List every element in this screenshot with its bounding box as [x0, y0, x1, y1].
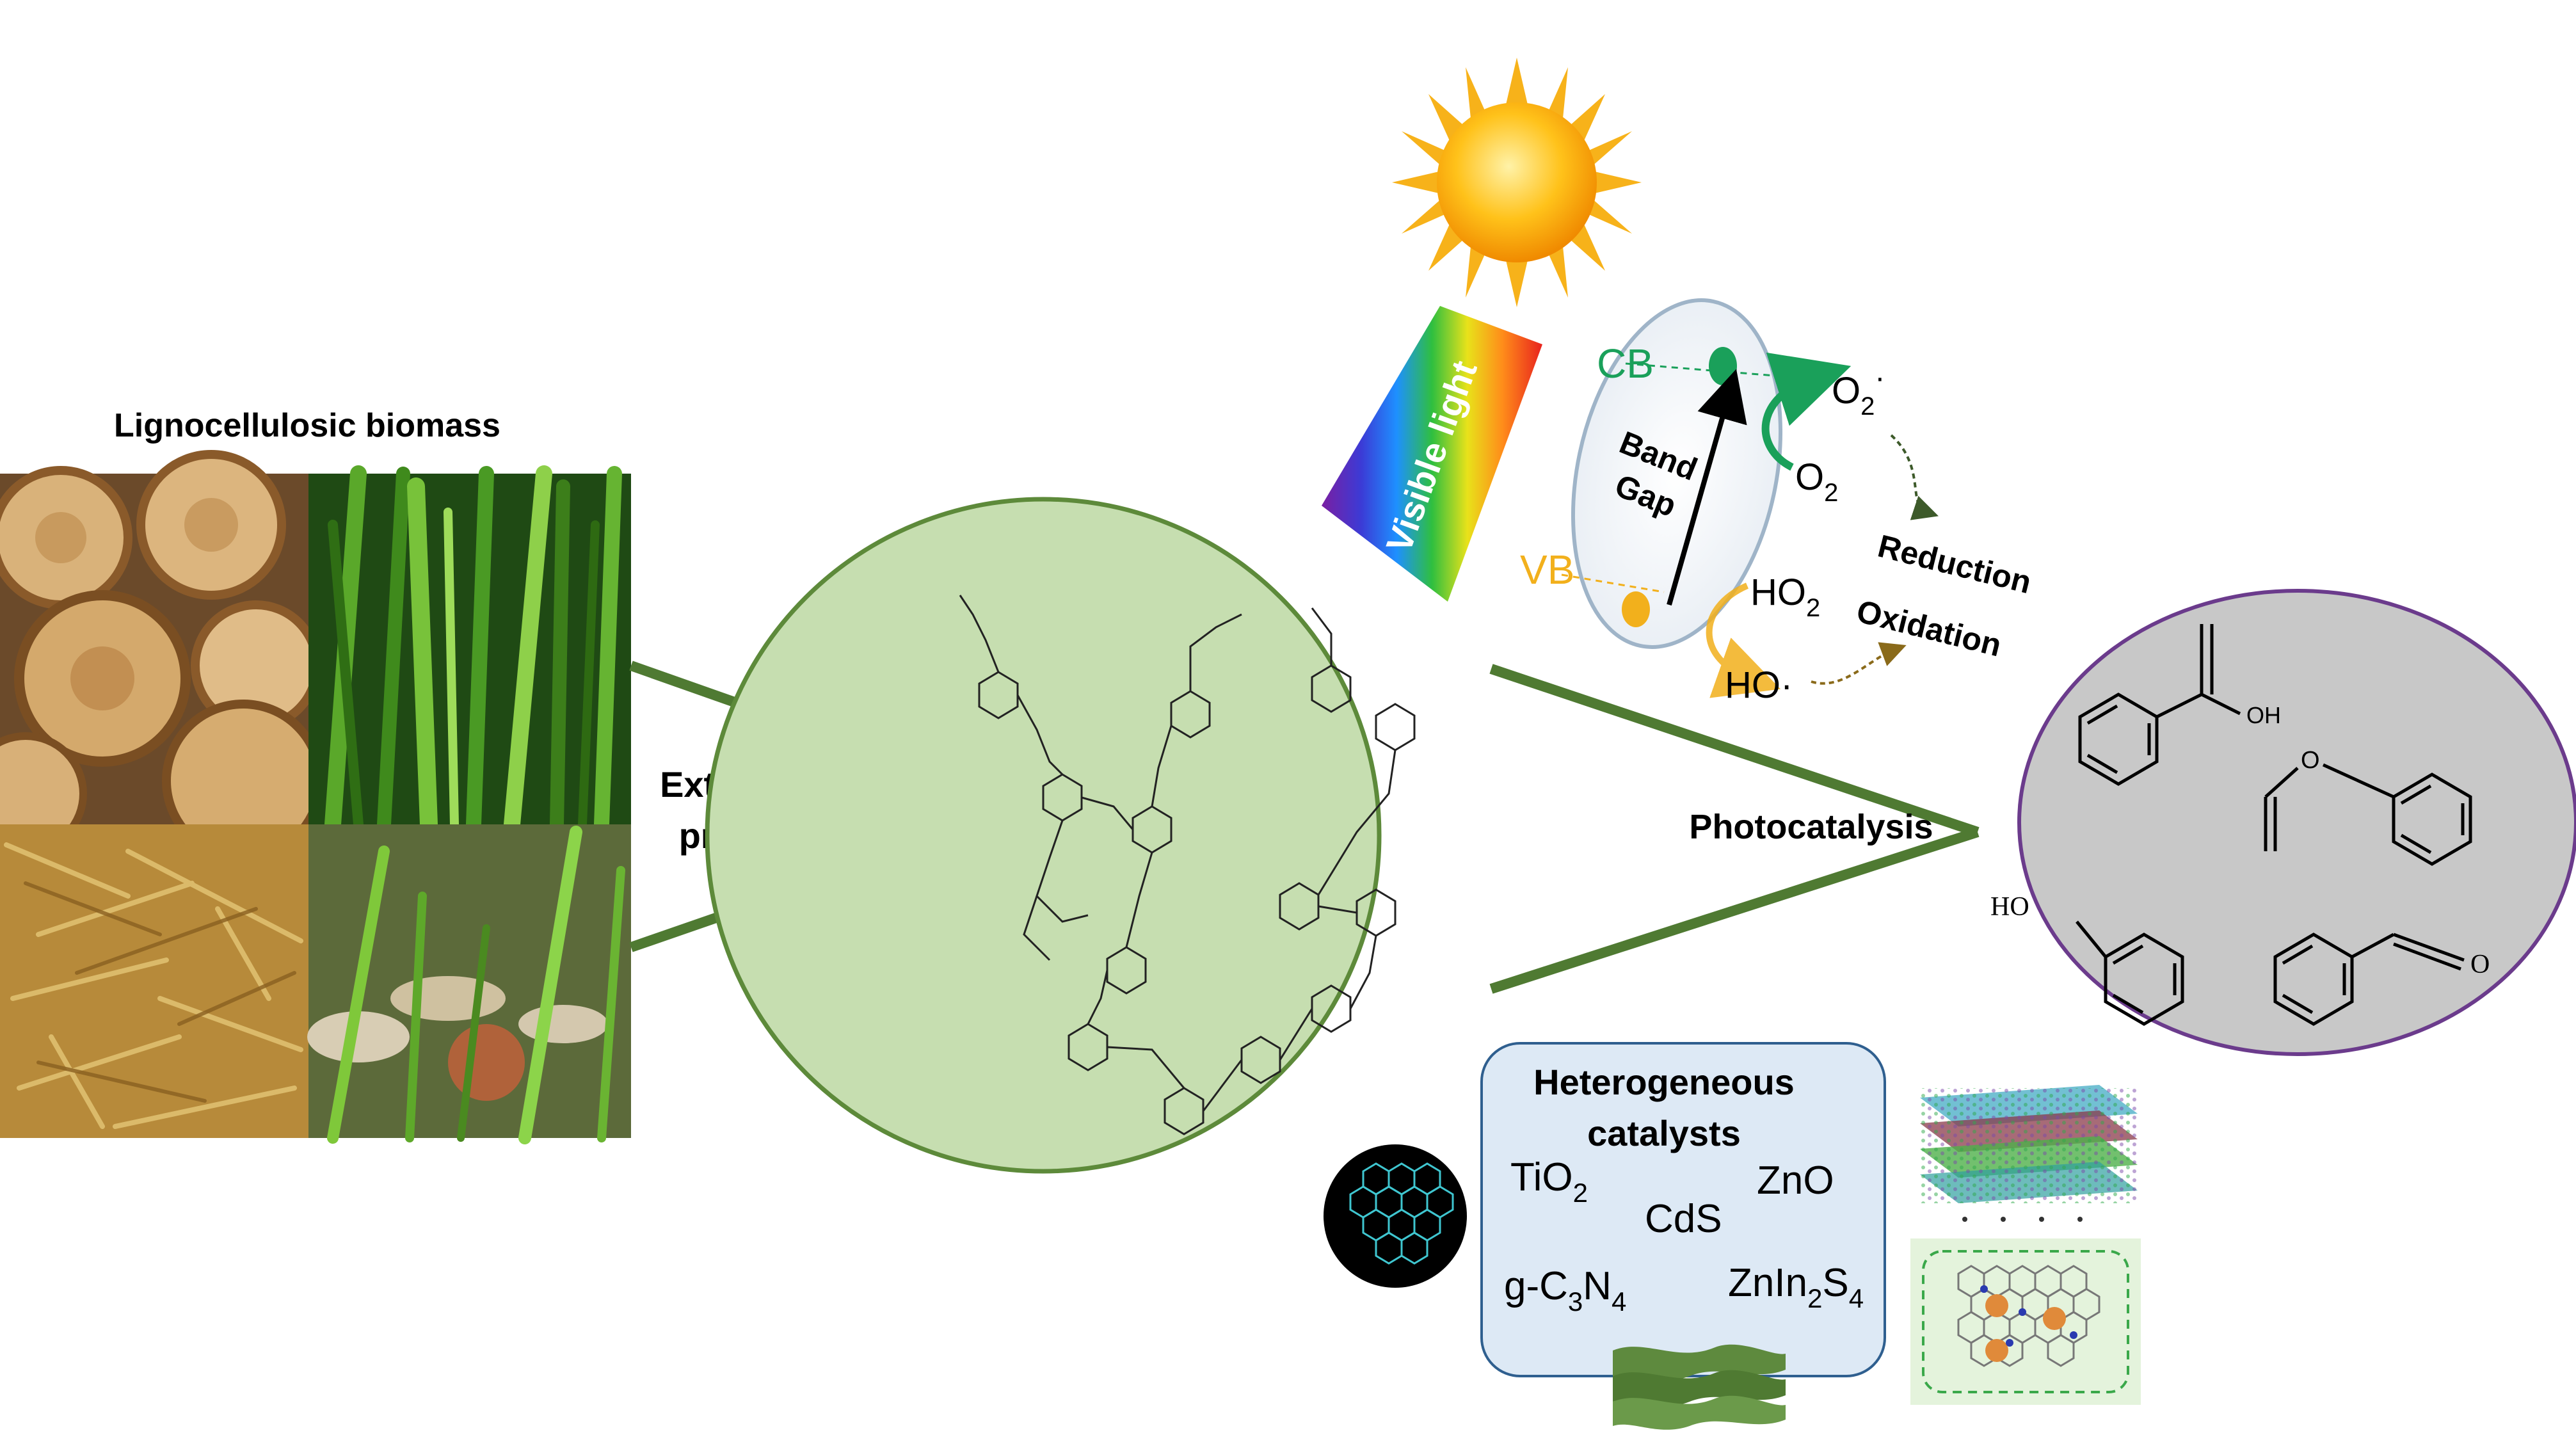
photocatalysis-label: Photocatalysis: [1689, 808, 1933, 846]
znin-sub1: 2: [1807, 1283, 1822, 1313]
doped-graphene-image: [1910, 1238, 2141, 1405]
oxidation-label: Oxidation: [1853, 593, 2004, 663]
visible-light-beam: [1322, 306, 1542, 602]
products-ellipse: [2017, 589, 2576, 1056]
o2-label: O2: [1795, 456, 1838, 507]
band-gap-arrow: [1667, 369, 1747, 606]
product-enol: [2078, 624, 2241, 786]
catalyst-znin2s4: ZnIn2S4: [1728, 1261, 1864, 1313]
o2-radical-main: O: [1832, 370, 1860, 412]
graphitic-sheets-image: [1613, 1344, 1786, 1430]
stover-photo: [307, 824, 631, 1144]
reduction-label: Reduction: [1875, 528, 2035, 600]
catalyst-gc3n4: g-C3N4: [1504, 1264, 1626, 1317]
electron-dot: [1709, 347, 1737, 385]
gc3n4-sub2: 4: [1612, 1286, 1626, 1317]
biomass-title: Lignocellulosic biomass: [114, 407, 500, 444]
biomass-photo-grid: [0, 450, 631, 1144]
tio2-sub: 2: [1573, 1178, 1588, 1208]
product-oh-label: OH: [2246, 702, 2281, 728]
nanotube-image: [1324, 1144, 1467, 1288]
catalyst-zno: ZnO: [1757, 1158, 1834, 1203]
vb-label: VB: [1520, 547, 1574, 593]
ho-radical-label: HO·: [1725, 664, 1793, 706]
product-ho-label: HO: [1990, 892, 2029, 922]
gc3n4-b: N: [1583, 1264, 1612, 1308]
catalysts-title-2: catalysts: [1587, 1113, 1741, 1153]
tio2-main: TiO: [1510, 1155, 1573, 1199]
reduction-arrows: [1761, 352, 1939, 520]
catalyst-cds: CdS: [1645, 1197, 1722, 1241]
product-vinyl-ether: [2264, 763, 2472, 866]
grass-photo: [308, 465, 631, 833]
catalysts-title-1: Heterogeneous: [1533, 1062, 1795, 1102]
product-structures: [2076, 624, 2472, 1026]
znin-a: ZnIn: [1728, 1261, 1807, 1305]
znin-sub2: 4: [1849, 1283, 1864, 1313]
gc3n4-sub1: 3: [1568, 1286, 1583, 1317]
ho2-label: HO2: [1750, 572, 1820, 622]
ho2-main: HO: [1750, 572, 1806, 613]
catalyst-tio2: TiO2: [1510, 1155, 1588, 1208]
sun-icon: [1392, 58, 1642, 307]
o2-sub: 2: [1824, 479, 1838, 507]
wood-logs-photo: [0, 450, 324, 862]
product-phenol: [2076, 920, 2184, 1026]
straw-photo: [0, 824, 308, 1138]
o2-radical-sub: 2: [1860, 392, 1875, 421]
o2-radical-sup: ·: [1875, 361, 1885, 395]
product-benzaldehyde: [2273, 933, 2465, 1026]
product-o-ether-label: O: [2301, 747, 2320, 774]
cb-label: CB: [1597, 340, 1654, 387]
lignin-circle: [705, 497, 1416, 1174]
layered-crystal-image: [1920, 1085, 2138, 1222]
photocatalysis-arrow: [1489, 664, 1980, 994]
o2-main: O: [1795, 456, 1824, 498]
oxidation-arrows: [1706, 582, 1907, 698]
lignin-structure: [959, 595, 1416, 1135]
ho2-sub: 2: [1806, 594, 1820, 622]
band-gap-diagram: [1561, 298, 1799, 649]
gc3n4-a: g-C: [1504, 1264, 1568, 1308]
hole-dot: [1622, 591, 1650, 627]
o2-radical-label: O2·: [1832, 361, 1885, 421]
znin-b: S: [1822, 1261, 1848, 1305]
product-o-aldehyde-label: O: [2470, 950, 2490, 979]
